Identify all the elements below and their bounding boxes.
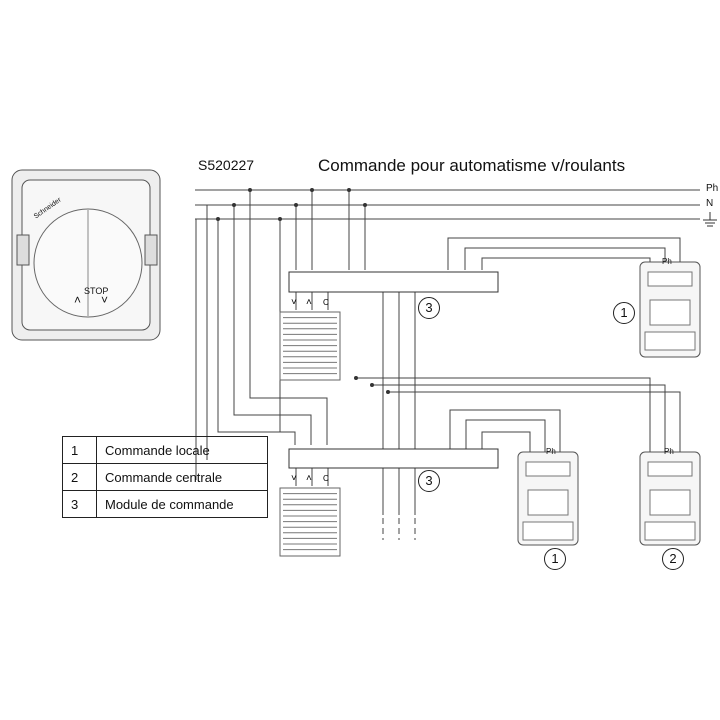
switch-device-bottom-right bbox=[639, 451, 701, 546]
stop-label: STOP bbox=[84, 286, 109, 296]
callout-module-bottom: 3 bbox=[418, 470, 440, 492]
device-photo bbox=[11, 169, 161, 341]
product-reference: S520227 bbox=[198, 157, 255, 173]
bottom-module-bar bbox=[288, 448, 499, 469]
legend-row: 2 Commande centrale bbox=[62, 463, 268, 491]
legend-number: 1 bbox=[62, 436, 97, 464]
chevron-up-icon: ˄ bbox=[74, 293, 82, 307]
switch-device-top bbox=[639, 261, 701, 358]
diagram-title: Commande pour automatisme v/roulants bbox=[318, 156, 626, 175]
term-up-top: ˄ bbox=[306, 297, 312, 308]
legend-text: Commande centrale bbox=[96, 463, 268, 491]
earth-ground-icon bbox=[703, 212, 717, 227]
svg-text:˅: ˅ bbox=[291, 473, 297, 484]
top-module-bar bbox=[288, 271, 499, 293]
legend-table: 1 Commande locale 2 Commande centrale 3 … bbox=[62, 436, 268, 518]
switch-device-bottom-left bbox=[517, 451, 579, 546]
callout-switch-top: 1 bbox=[613, 302, 635, 324]
phase-label: Ph bbox=[706, 183, 719, 194]
svg-text:C: C bbox=[323, 298, 329, 307]
callout-module-top: 3 bbox=[418, 297, 440, 319]
legend-number: 3 bbox=[62, 490, 97, 518]
legend-row: 3 Module de commande bbox=[62, 490, 268, 518]
legend-row: 1 Commande locale bbox=[62, 436, 268, 464]
callout-switch-bottom-left: 1 bbox=[544, 548, 566, 570]
bottom-blind bbox=[279, 487, 341, 557]
chevron-down-icon: ˅ bbox=[101, 293, 109, 307]
legend-text: Commande locale bbox=[96, 436, 268, 464]
legend-text: Module de commande bbox=[96, 490, 268, 518]
svg-text:C: C bbox=[323, 474, 329, 483]
switch-bl-ph-label: Ph bbox=[546, 447, 556, 456]
switch-top-ph-label: Ph bbox=[662, 257, 672, 266]
callout-switch-bottom-right: 2 bbox=[662, 548, 684, 570]
svg-text:˄: ˄ bbox=[306, 473, 312, 484]
neutral-label: N bbox=[706, 198, 714, 209]
switch-br-ph-label: Ph bbox=[664, 447, 674, 456]
legend-number: 2 bbox=[62, 463, 97, 491]
top-blind bbox=[279, 311, 341, 381]
term-down-top: ˅ bbox=[291, 297, 297, 308]
